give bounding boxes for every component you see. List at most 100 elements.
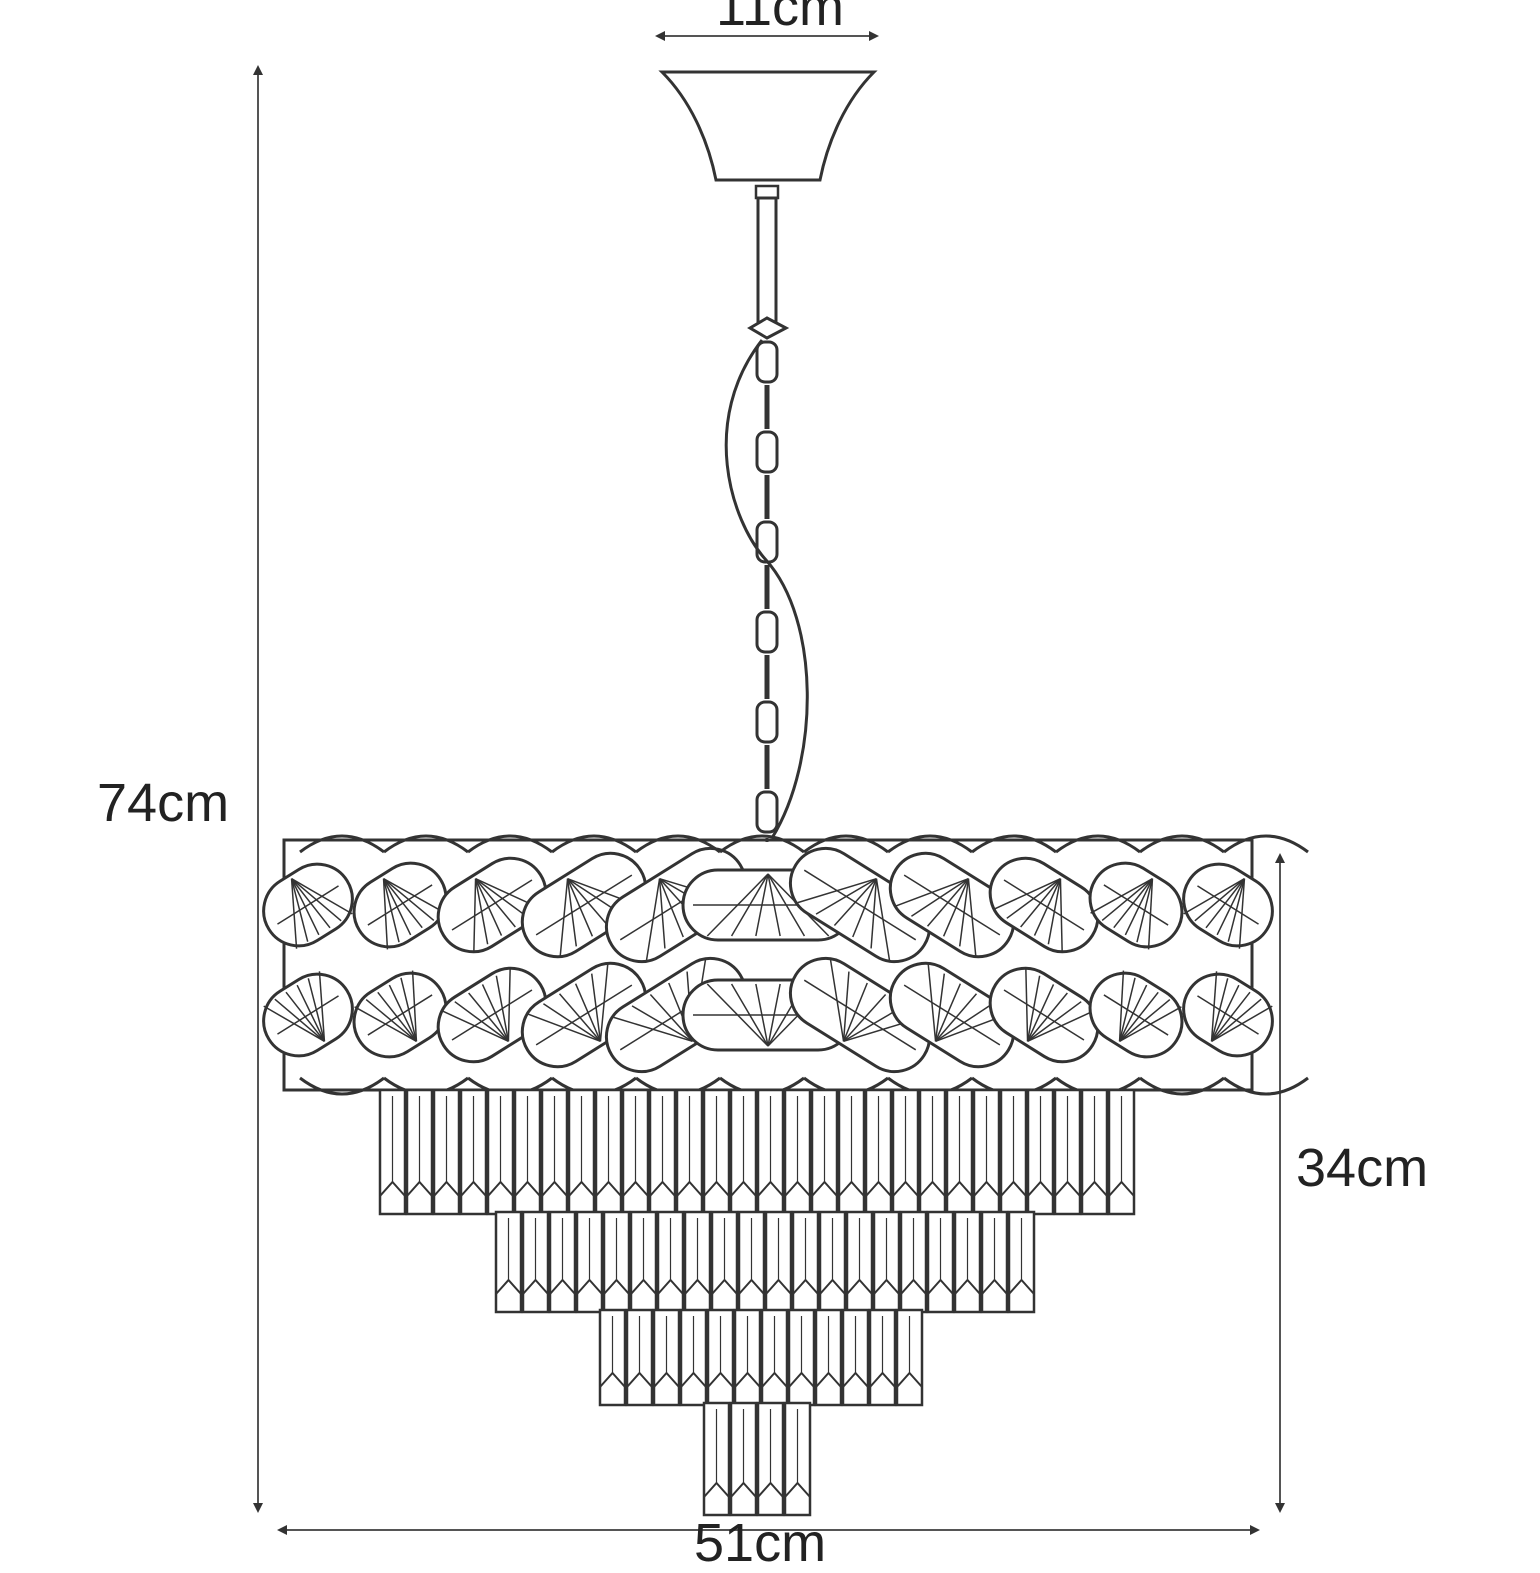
prism-crystal (513, 1088, 542, 1216)
prism-crystal (864, 1088, 893, 1216)
prism-crystal (868, 1308, 897, 1407)
prism-crystal (899, 1210, 928, 1314)
prism-crystal (602, 1210, 631, 1314)
prism-crystal (733, 1308, 762, 1407)
prism-crystal (980, 1210, 1009, 1314)
chain-link (755, 340, 779, 384)
prism-crystal (895, 1308, 924, 1407)
prism-crystal (548, 1210, 577, 1314)
prism-crystal (702, 1088, 731, 1216)
prism-crystal (953, 1210, 982, 1314)
band-crystal (888, 851, 1016, 959)
crystal-facet (535, 984, 633, 1046)
prism-crystal (945, 1088, 974, 1216)
crystal-facet (1103, 994, 1169, 1036)
prism-crystal (679, 1308, 708, 1407)
band-crystal (988, 966, 1100, 1064)
prism-crystal (764, 1210, 793, 1314)
chain-link (755, 520, 779, 564)
chandelier-drawing (253, 31, 1309, 1535)
ceiling-canopy (658, 70, 878, 200)
prism-crystal (760, 1308, 789, 1407)
prism-crystal (594, 1088, 623, 1216)
prism-body (459, 1088, 488, 1216)
crystal-facet (451, 989, 533, 1041)
crystal-facet (367, 884, 433, 926)
prism-crystal (648, 1088, 677, 1216)
prism-tiers (378, 1088, 1136, 1517)
prism-crystal (1026, 1088, 1055, 1216)
band-scallop (719, 834, 805, 854)
band-scallop (467, 834, 553, 854)
prism-crystal (841, 1308, 870, 1407)
band-crystal (788, 846, 932, 964)
canopy-width-label: 11cm (716, 0, 845, 37)
crystal-facet (535, 874, 633, 936)
band-scallop (299, 1076, 385, 1096)
crystal-facet (903, 874, 1001, 936)
crystal-facet (903, 984, 1001, 1046)
prism-crystal (783, 1401, 812, 1517)
prism-crystal (837, 1088, 866, 1216)
prism-crystal (818, 1210, 847, 1314)
prism-crystal (702, 1401, 731, 1517)
prism-crystal (814, 1308, 843, 1407)
band-scallop (299, 834, 385, 854)
band-crystal (352, 861, 448, 950)
prism-crystal (729, 1088, 758, 1216)
prism-crystal (656, 1210, 685, 1314)
chain-link (755, 790, 779, 834)
crystal-facet (277, 995, 339, 1035)
prism-crystal (567, 1088, 596, 1216)
crystal-band (262, 834, 1309, 1096)
prism-crystal (652, 1308, 681, 1407)
band-scallop (803, 834, 889, 854)
band-scallop (383, 834, 469, 854)
crystal-facet (277, 885, 339, 925)
prism-crystal (1053, 1088, 1082, 1216)
body-height-label: 34cm (1296, 1138, 1429, 1198)
crystal-facet (1197, 995, 1259, 1035)
prism-crystal (1107, 1088, 1136, 1216)
prism-crystal (756, 1401, 785, 1517)
band-crystal (1088, 861, 1184, 950)
band-scallop (635, 834, 721, 854)
prism-crystal (540, 1088, 569, 1216)
band-crystal (262, 862, 354, 949)
prism-crystal (845, 1210, 874, 1314)
prism-crystal (575, 1210, 604, 1314)
body-width-label: 51cm (694, 1513, 827, 1573)
band-crystal (352, 970, 448, 1059)
band-scallop (1139, 834, 1225, 854)
band-crystal (436, 966, 548, 1064)
prism-crystal (791, 1210, 820, 1314)
crystal-facet (1003, 879, 1085, 931)
crystal-facet (803, 869, 917, 941)
prism-crystal (756, 1088, 785, 1216)
band-crystal (1182, 971, 1274, 1058)
prism-crystal (729, 1401, 758, 1517)
band-scallop (971, 834, 1057, 854)
prism-crystal (810, 1088, 839, 1216)
band-scallop (1139, 1076, 1225, 1096)
prism-crystal (378, 1088, 407, 1216)
chain-link (755, 700, 779, 744)
prism-crystal (521, 1210, 550, 1314)
prism-crystal (629, 1210, 658, 1314)
band-scallop (1055, 834, 1141, 854)
chain-link (755, 430, 779, 474)
band-crystal (436, 856, 548, 954)
band-scallop (1223, 834, 1309, 854)
power-cable (724, 339, 809, 839)
band-crystal (262, 971, 354, 1058)
prism-crystal (432, 1088, 461, 1216)
suspension-rod (747, 196, 790, 340)
band-scallop (1223, 1076, 1309, 1096)
prism-crystal (710, 1210, 739, 1314)
prism-crystal (486, 1088, 515, 1216)
band-crystal (1182, 862, 1274, 949)
prism-crystal (918, 1088, 947, 1216)
prism-crystal (625, 1308, 654, 1407)
chain (755, 340, 779, 842)
prism-crystal (675, 1088, 704, 1216)
